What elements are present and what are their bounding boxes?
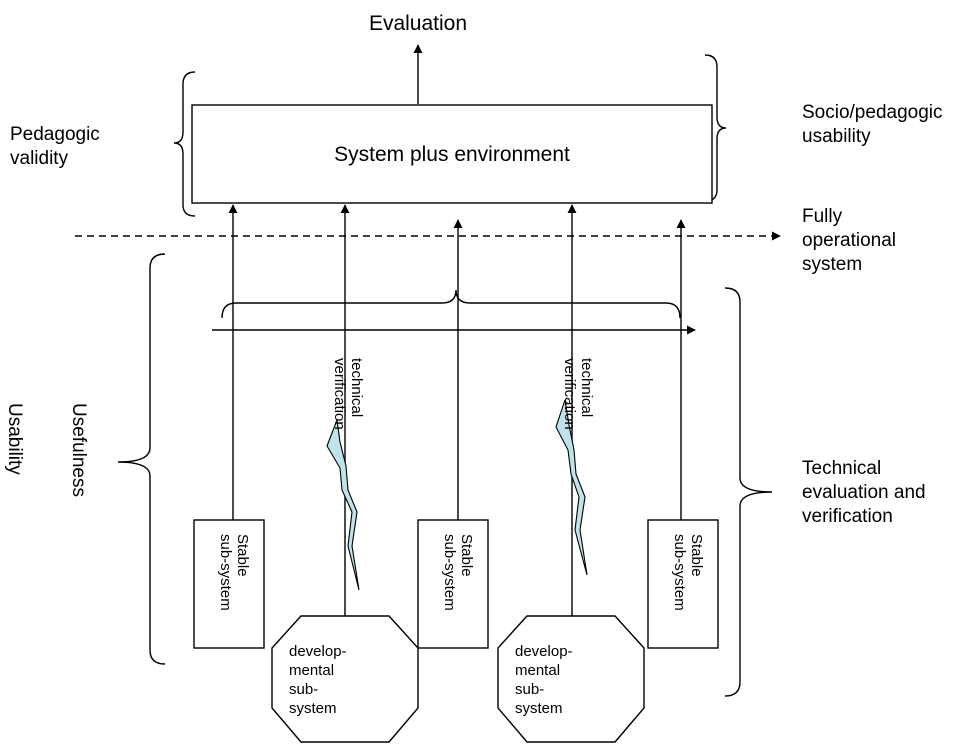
technical-evaluation-brace: [724, 287, 773, 697]
lightning-bolt-icon: [555, 399, 588, 576]
usability-label: Usability: [4, 403, 25, 475]
technical-verification-label-2: technical verification: [561, 358, 595, 430]
stable-subsystem-box-1: Stable sub-system: [193, 519, 265, 649]
stable-subsystem-box-2: Stable sub-system: [417, 519, 489, 649]
system-plus-environment-label: System plus environment: [334, 143, 570, 166]
developmental-subsystem-octagon-1: develop- mental sub- system: [271, 615, 419, 743]
developmental-subsystem-octagon-2: develop- mental sub- system: [497, 615, 645, 743]
stable-subsystem-box-3: Stable sub-system: [647, 519, 719, 649]
fully-operational-system-label: Fully operational system: [802, 206, 901, 275]
pedagogic-validity-label: Pedagogic validity: [10, 124, 105, 169]
svg-text:develop- mental su: develop- mental sub- system: [515, 643, 577, 717]
socio-pedagogic-usability-label: Socio/pedagogic usability: [802, 102, 948, 147]
left-top-brace: [173, 71, 196, 217]
horizontal-brace: [221, 289, 681, 319]
svg-text:Stable sub-system: Stable sub-system: [671, 534, 705, 611]
technical-verification-label-1: technical verification: [331, 358, 365, 430]
usefulness-label: Usefulness: [68, 403, 89, 497]
right-top-brace: [704, 54, 727, 202]
technical-evaluation-label: Technical evaluation and verification: [802, 458, 931, 527]
system-plus-environment-box: [191, 104, 713, 204]
evaluation-label: Evaluation: [369, 12, 467, 35]
lightning-bolt-icon: [326, 419, 360, 591]
usefulness-brace: [117, 253, 166, 665]
svg-text:Stable sub-system: Stable sub-system: [217, 534, 251, 611]
svg-text:Stable sub-system: Stable sub-system: [441, 534, 475, 611]
svg-text:develop- mental su: develop- mental sub- system: [289, 643, 351, 717]
